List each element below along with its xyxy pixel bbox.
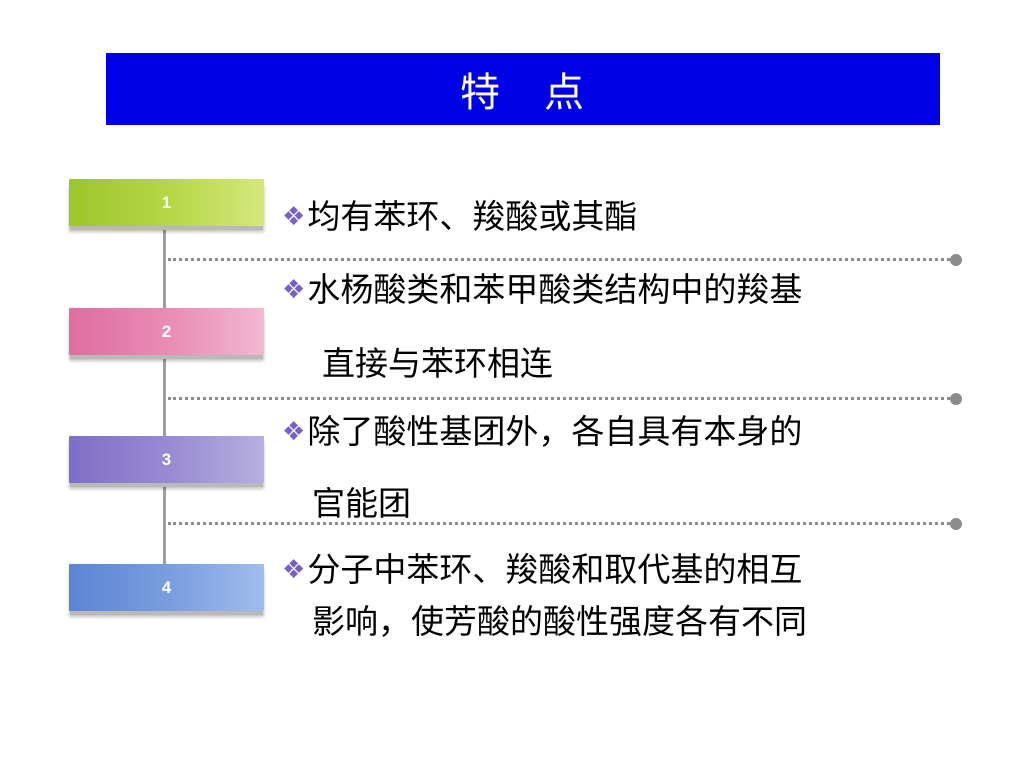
diamond-bullet-icon: ❖ — [282, 275, 306, 305]
feature-text: 直接与苯环相连 — [322, 344, 553, 383]
feature-text: 水杨酸类和苯甲酸类结构中的羧基 — [307, 270, 803, 309]
feature-line: ❖均有苯环、羧酸或其酯 — [282, 190, 637, 238]
feature-text: 均有苯环、羧酸或其酯 — [307, 197, 638, 236]
step-badge-2: 2 — [69, 308, 264, 355]
timeline-connector — [163, 226, 166, 568]
dotted-divider-1 — [168, 258, 956, 261]
feature-line: ❖水杨酸类和苯甲酸类结构中的羧基 — [282, 263, 802, 311]
feature-line: ❖分子中苯环、羧酸和取代基的相互 — [282, 543, 802, 591]
title-bar: 特 点 — [106, 53, 940, 125]
divider-end-dot-1 — [950, 254, 962, 266]
dotted-divider-2 — [168, 397, 956, 400]
dotted-divider-3 — [168, 522, 956, 525]
slide-title: 特 点 — [460, 70, 586, 116]
feature-line: 直接与苯环相连 — [322, 337, 553, 385]
step-badge-1: 1 — [69, 179, 264, 226]
diamond-bullet-icon: ❖ — [282, 417, 306, 447]
feature-text: 除了酸性基团外，各自具有本身的 — [307, 412, 803, 451]
feature-line: 影响，使芳酸的酸性强度各有不同 — [312, 595, 807, 643]
feature-text: 分子中苯环、羧酸和取代基的相互 — [307, 550, 803, 589]
divider-end-dot-3 — [950, 518, 962, 530]
feature-text: 官能团 — [312, 484, 411, 523]
step-badge-3: 3 — [69, 436, 264, 483]
step-badge-4: 4 — [69, 564, 264, 611]
divider-end-dot-2 — [950, 393, 962, 405]
feature-text: 影响，使芳酸的酸性强度各有不同 — [312, 602, 807, 641]
diamond-bullet-icon: ❖ — [282, 202, 306, 232]
diamond-bullet-icon: ❖ — [282, 555, 306, 585]
feature-line: ❖除了酸性基团外，各自具有本身的 — [282, 405, 802, 453]
feature-line: 官能团 — [312, 477, 411, 525]
